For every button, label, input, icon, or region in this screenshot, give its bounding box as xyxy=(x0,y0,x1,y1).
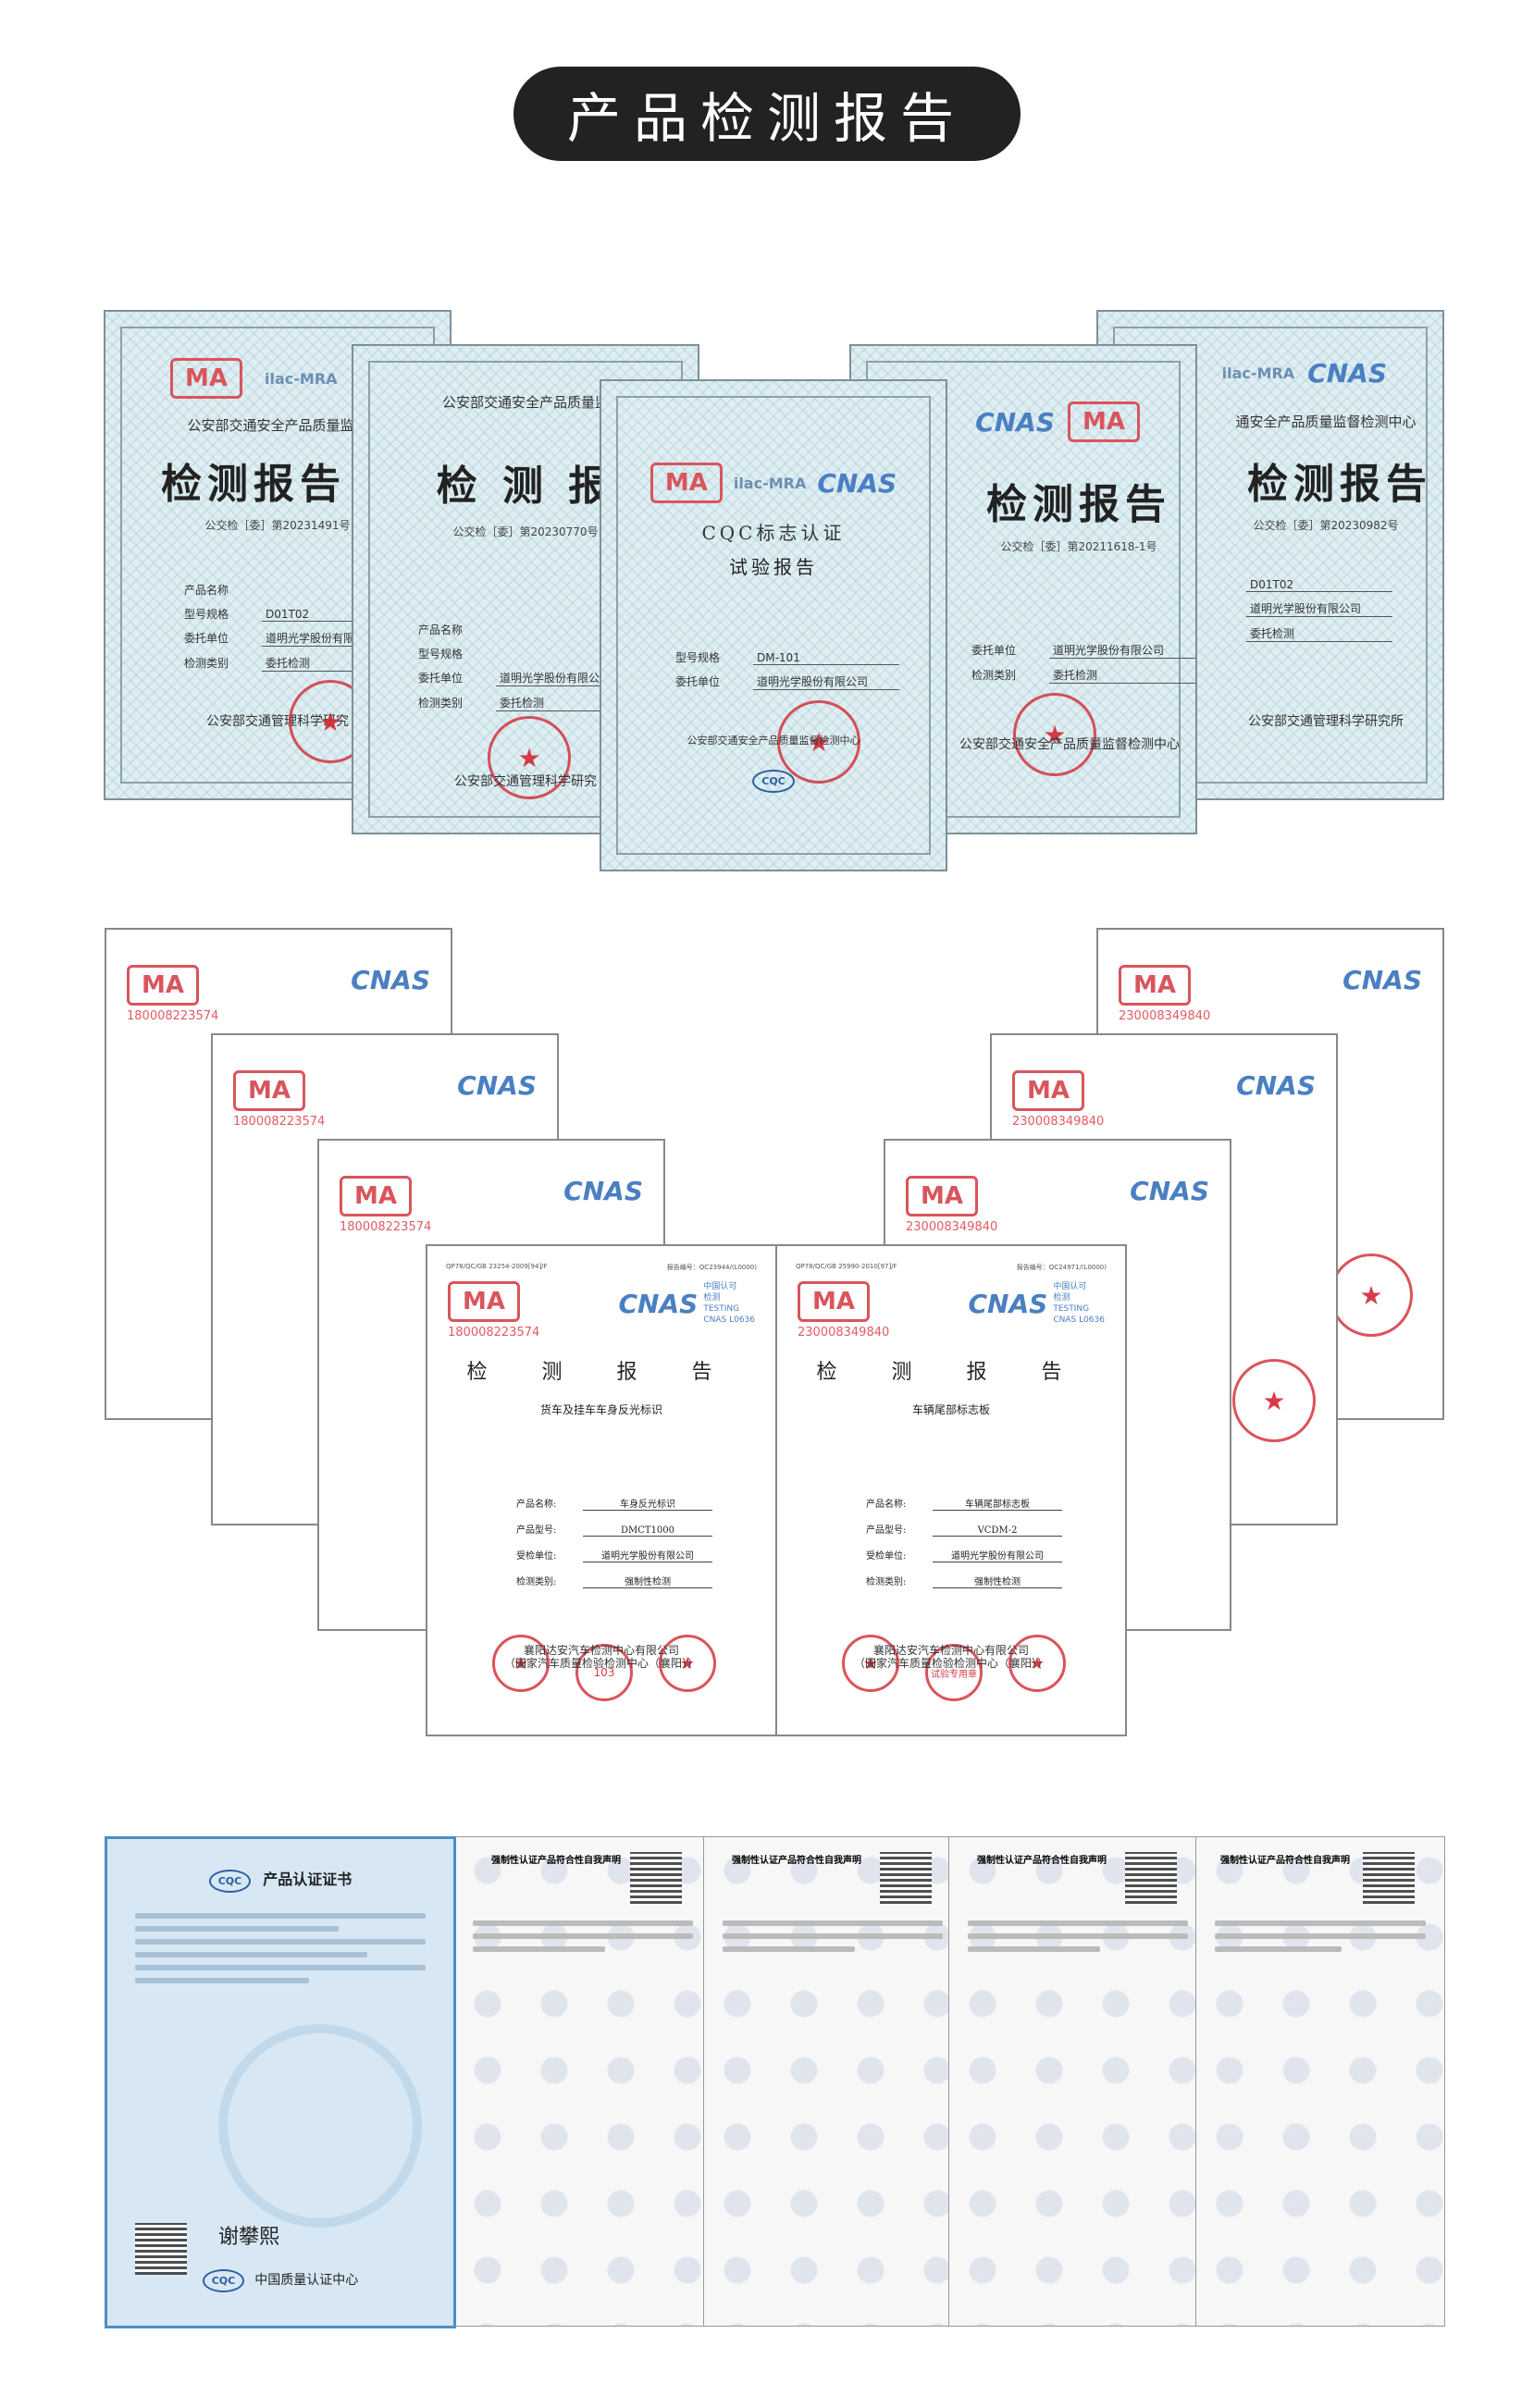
qr-code-icon xyxy=(135,2223,187,2275)
qr-code-icon xyxy=(1363,1852,1415,1904)
red-seal: ★ xyxy=(488,716,571,799)
cnas-logo: CNAS xyxy=(351,965,430,995)
cqc-logo: CQC xyxy=(202,2269,245,2292)
red-seal: ★ xyxy=(1008,1635,1066,1692)
report-title: 检 测 报 告 xyxy=(816,1361,1086,1384)
red-seal: ★ xyxy=(659,1635,716,1692)
declaration-card: 强制性认证产品符合性自我声明 xyxy=(1195,1836,1445,2327)
cqc-badge: CQC xyxy=(601,770,946,793)
report-fields: 委托单位道明光学股份有限公司 检测类别委托检测 xyxy=(971,642,1195,692)
report-number: 公交检［委］第20230982号 xyxy=(1253,519,1399,532)
cqc-logo: CQC xyxy=(208,1870,252,1893)
signature: 谢攀熙 xyxy=(218,2226,280,2249)
report-org: CQC标志认证 xyxy=(701,522,846,544)
ma-code: 180008223574 xyxy=(448,1326,540,1340)
cnas-logo: CNAS xyxy=(563,1176,643,1206)
cnas-logo: CNAS xyxy=(457,1070,537,1101)
ma-logo: MA xyxy=(127,965,199,1006)
cnas-text: 中国认可 检测 TESTING CNAS L0636 xyxy=(1053,1282,1105,1325)
report-title: 检 测 报 告 xyxy=(466,1361,736,1384)
ma-code: 230008349840 xyxy=(798,1326,890,1340)
report-org: 公安部交通安全产品质量监督 xyxy=(187,417,368,434)
cnas-logo: CNAS xyxy=(817,467,897,499)
cnas-text: 中国认可 检测 TESTING CNAS L0636 xyxy=(703,1282,755,1325)
cnas-logo: CNAS xyxy=(1307,358,1387,389)
report-fields: 产品名称:车辆尾部标志板 产品型号:VCDM-2 受检单位:道明光学股份有限公司… xyxy=(866,1496,1062,1599)
report-number: 报告编号：QC24971/(L0000) xyxy=(1016,1264,1107,1271)
cnas-logo: CNAS xyxy=(618,1288,699,1319)
report-title: 检 测 报 xyxy=(436,463,615,510)
ma-logo: MA xyxy=(233,1070,305,1111)
qr-code-icon xyxy=(880,1852,932,1904)
certificate-title: 产品认证证书 xyxy=(263,1871,353,1888)
report-footer: 襄阳达安汽车检测中心有限公司 （国家汽车质量检验检测中心（襄阳）） xyxy=(503,1644,699,1670)
declaration-card: 强制性认证产品符合性自我声明 xyxy=(453,1836,712,2327)
page-title: 产品检测报告 xyxy=(513,67,1021,161)
report-org: 通安全产品质量监督检测中心 xyxy=(1235,414,1416,430)
ma-logo: MA xyxy=(340,1176,412,1216)
report-fields: 产品名称:车身反光标识 产品型号:DMCT1000 受检单位:道明光学股份有限公… xyxy=(516,1496,712,1599)
ma-logo: MA xyxy=(170,358,242,399)
qr-code-icon xyxy=(630,1852,682,1904)
declaration-card: 强制性认证产品符合性自我声明 xyxy=(948,1836,1207,2327)
red-seal: ★ xyxy=(1232,1359,1316,1442)
report-title: 检测报告 xyxy=(1247,461,1432,508)
report-number: 报告编号：QC23944/(L0000) xyxy=(666,1264,757,1271)
ilac-mra-logo: ilac-MRA xyxy=(265,369,338,388)
cnas-logo: CNAS xyxy=(1236,1070,1316,1101)
report-footer: 公安部交通安全产品质量监督检测中心 xyxy=(687,735,860,747)
ma-logo: MA xyxy=(798,1281,870,1322)
report-subtitle: 车辆尾部标志板 xyxy=(911,1403,990,1416)
cnas-logo: CNAS xyxy=(1342,965,1422,995)
ilac-mra-logo: ilac-MRA xyxy=(733,474,807,492)
code-line: QP78/QC/GB 23254-2009[94]/F xyxy=(446,1263,548,1270)
report-subtitle: 货车及挂车车身反光标识 xyxy=(539,1403,662,1416)
certificate-org: 中国质量认证中心 xyxy=(254,2273,359,2288)
cnas-logo: CNAS xyxy=(1130,1176,1209,1206)
ma-logo: MA xyxy=(1119,965,1191,1006)
red-seal: ★ xyxy=(777,700,860,784)
qr-code-icon xyxy=(1125,1852,1177,1904)
report-title: 试验报告 xyxy=(729,556,818,578)
report-footer: 襄阳达安汽车检测中心有限公司 （国家汽车质量检验检测中心（襄阳）） xyxy=(853,1644,1048,1670)
ma-logo: MA xyxy=(649,463,723,503)
cnas-logo: CNAS xyxy=(968,1288,1048,1319)
red-seal-number: 103 xyxy=(575,1644,633,1701)
watermark-globe-icon xyxy=(218,2024,422,2228)
red-seal: ★ xyxy=(492,1635,550,1692)
report-card-front: QP78/QC/GB 25990-2010[97]/F 报告编号：QC24971… xyxy=(775,1244,1127,1736)
ma-logo: MA xyxy=(448,1281,520,1322)
report-number: 公交检［委］第20230770号 xyxy=(452,525,599,538)
cqc-certificate: CQC 产品认证证书 谢攀熙 CQC 中国质量认证中心 xyxy=(105,1836,456,2328)
report-footer: 公安部交通安全产品质量监督检测中心 xyxy=(959,737,1180,752)
report-org: 公安部交通安全产品质量监 xyxy=(441,394,609,411)
report-card-front: QP78/QC/GB 23254-2009[94]/F 报告编号：QC23944… xyxy=(426,1244,777,1736)
red-seal: ★ xyxy=(842,1635,899,1692)
report-footer: 公安部交通管理科学研究 xyxy=(454,774,597,789)
report-number: 公交检［委］第20211618-1号 xyxy=(1000,540,1157,553)
report-fields: D01T02 道明光学股份有限公司 委托检测 xyxy=(1246,578,1392,650)
ma-logo: MA xyxy=(1068,401,1140,442)
report-footer: 公安部交通管理科学研究所 xyxy=(1248,714,1404,729)
code-line: QP78/QC/GB 25990-2010[97]/F xyxy=(796,1263,897,1270)
cnas-logo: CNAS xyxy=(975,406,1055,438)
report-number: 公交检［委］第20231491号 xyxy=(204,519,351,532)
ma-logo: MA xyxy=(906,1176,978,1216)
red-seal: ★ xyxy=(1330,1253,1413,1337)
ilac-mra-logo: ilac-MRA xyxy=(1221,364,1295,382)
report-title: 检测报告 xyxy=(986,481,1171,528)
red-seal-text: 试验专用章 xyxy=(925,1644,983,1701)
declaration-card: 强制性认证产品符合性自我声明 xyxy=(703,1836,962,2327)
report-fields: 产品名称 型号规格 委托单位道明光学股份有限公司 检测类别委托检测 xyxy=(418,622,642,720)
red-seal: ★ xyxy=(1013,693,1096,776)
ma-logo: MA xyxy=(1012,1070,1084,1111)
report-title: 检测报告 xyxy=(161,461,346,508)
